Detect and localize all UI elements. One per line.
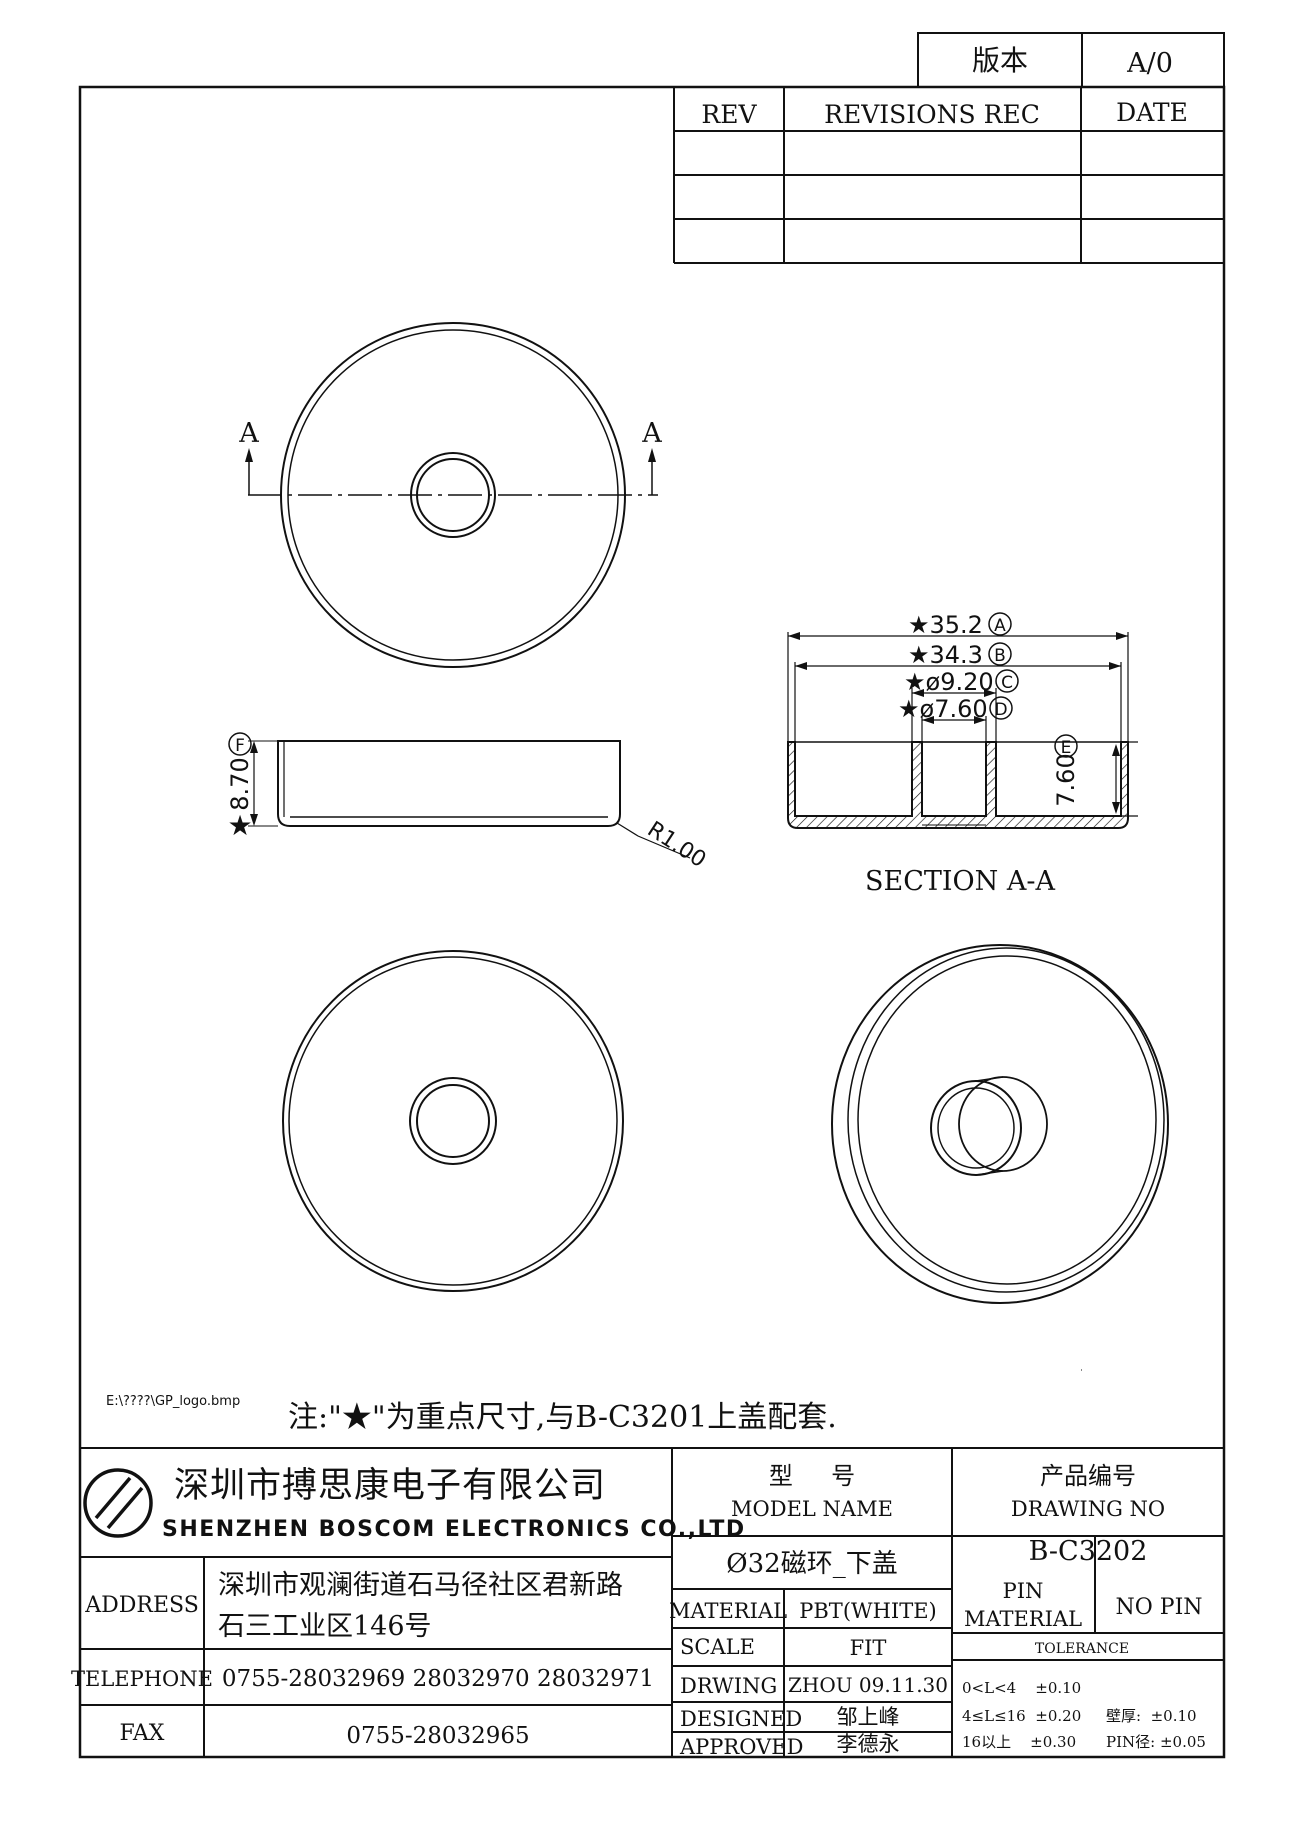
section-view <box>787 741 1129 829</box>
pin-material-label: MATERIAL <box>964 1607 1082 1631</box>
scale-value: FIT <box>850 1636 887 1660</box>
drawing-no-value: B-C3202 <box>1029 1536 1148 1567</box>
designed-label: DESIGNED <box>680 1707 802 1731</box>
tolerance-row-2b: 壁厚: ±0.10 <box>1106 1707 1197 1725</box>
drawing-by: ZHOU 09.11.30 <box>788 1673 948 1697</box>
version-label: 版本 <box>972 44 1028 77</box>
address-label: ADDRESS <box>84 1593 199 1618</box>
tolerance-label: TOLERANCE <box>1035 1641 1129 1657</box>
arrowhead-left <box>245 448 253 462</box>
section-arrowheads <box>788 632 1128 814</box>
company-name-en: SHENZHEN BOSCOM ELECTRONICS CO.,LTD <box>162 1517 746 1542</box>
tolerance-row-3b: PIN径: ±0.05 <box>1106 1733 1206 1751</box>
version-value: A/0 <box>1126 48 1173 79</box>
section-dimension-lines <box>787 632 1138 817</box>
dim-arrow-f-top <box>250 741 258 753</box>
approved-label: APPROVED <box>679 1735 803 1759</box>
title-block-grid <box>80 1447 1224 1757</box>
fax-number: 0755-28032965 <box>346 1723 529 1749</box>
dim-9-20: ★ø9.20 <box>904 668 994 696</box>
company-name-cn: 深圳市搏思康电子有限公司 <box>174 1466 606 1506</box>
model-name-value: Ø32磁环_下盖 <box>726 1549 897 1579</box>
tag-e-circle <box>1054 734 1078 758</box>
tag-b: B <box>994 646 1006 666</box>
revisions-rec-header: REVISIONS REC <box>824 100 1040 129</box>
model-name-cn: 型 号 <box>769 1462 855 1490</box>
dim-height-star: ★ <box>227 809 252 842</box>
dim-arrow-f-bottom <box>250 814 258 826</box>
section-label: SECTION A-A <box>865 866 1056 897</box>
logo-path: E:\????\GP_logo.bmp <box>106 1394 240 1409</box>
dim-35-2: ★35.2 <box>908 611 983 639</box>
section-marker-left: A <box>238 418 259 449</box>
company-logo <box>83 1468 153 1538</box>
material-label: MATERIAL <box>669 1599 787 1623</box>
telephone-numbers: 0755-28032969 28032970 28032971 <box>222 1666 654 1692</box>
side-view <box>248 740 691 859</box>
fax-label: FAX <box>120 1721 165 1746</box>
tag-c: C <box>1001 673 1013 693</box>
dim-34-3: ★34.3 <box>908 641 983 669</box>
section-marker-right: A <box>641 418 662 449</box>
tag-e: E <box>1061 738 1072 758</box>
pin-value: NO PIN <box>1115 1595 1202 1620</box>
material-value: PBT(WHITE) <box>799 1599 936 1623</box>
bottom-view <box>282 950 624 1292</box>
drawing-no-cn: 产品编号 <box>1040 1462 1136 1490</box>
telephone-label: TELEPHONE <box>71 1667 213 1691</box>
top-view <box>248 322 658 668</box>
tolerance-row-1: 0<L<4 ±0.10 <box>962 1679 1081 1697</box>
address-line-1: 深圳市观澜街道石马径社区君新路 <box>218 1570 623 1601</box>
tag-f-circle <box>228 732 252 756</box>
tag-a: A <box>994 616 1006 636</box>
pin-label: PIN <box>1003 1579 1044 1603</box>
tag-d-circle <box>989 696 1013 720</box>
tag-f: F <box>235 736 245 756</box>
drawing-label: DRWING <box>680 1674 777 1698</box>
arrowhead-right <box>648 448 656 462</box>
rev-header: REV <box>701 100 757 129</box>
tolerance-row-3a: 16以上 ±0.30 <box>962 1733 1076 1751</box>
tag-c-circle <box>995 669 1019 693</box>
version-box <box>917 32 1225 88</box>
designed-by: 邹上峰 <box>837 1705 900 1729</box>
tag-d: D <box>994 700 1007 720</box>
sheet-border <box>78 85 1226 1759</box>
note: 注:"★"为重点尺寸,与B-C3201上盖配套. <box>288 1400 837 1435</box>
revision-table <box>673 87 1224 264</box>
dim-radius-r1-00: R1.00 <box>643 817 711 873</box>
drawing-no-label: DRAWING NO <box>1011 1497 1165 1521</box>
dim-height-8-70: 8.70 <box>226 757 254 810</box>
tag-a-circle <box>988 612 1012 636</box>
address-line-2: 石三工业区146号 <box>218 1611 432 1642</box>
dim-7-60: ★ø7.60 <box>898 695 988 723</box>
tolerance-row-2a: 4≤L≤16 ±0.20 <box>962 1707 1081 1725</box>
dim-inner-height-7-60: 7.60 <box>1052 753 1080 806</box>
tag-b-circle <box>988 642 1012 666</box>
scale-label: SCALE <box>680 1635 755 1659</box>
date-header: DATE <box>1116 98 1188 127</box>
isometric-view <box>831 944 1169 1304</box>
approved-by: 李德永 <box>837 1732 900 1756</box>
model-name-label: MODEL NAME <box>731 1497 893 1521</box>
